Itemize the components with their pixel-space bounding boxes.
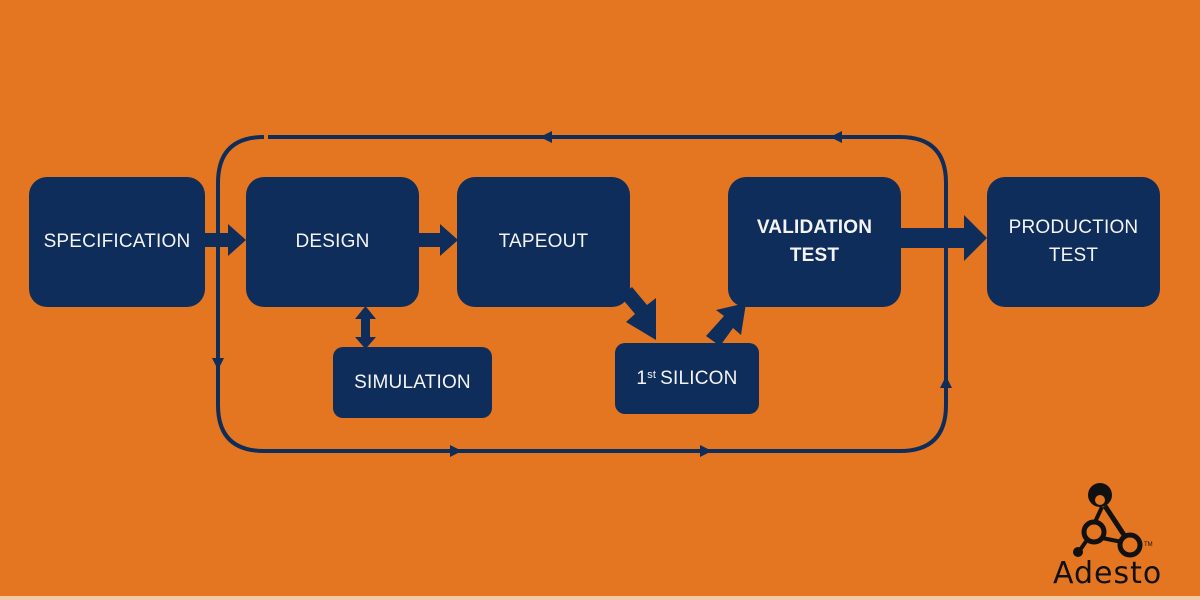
loop-arrow-bottom-1 <box>450 445 462 457</box>
node-first-silicon-label: SILICON <box>660 367 738 389</box>
node-specification-label: SPECIFICATION <box>43 231 191 252</box>
adesto-wordmark: Adesto <box>1053 556 1163 591</box>
node-validation-label-line1: VALIDATION <box>756 217 873 238</box>
node-tapeout: TAPEOUT <box>457 177 630 307</box>
arrow-validation-to-production <box>898 215 987 261</box>
adesto-logo-icon <box>1073 483 1143 558</box>
node-first-silicon-number: 1 <box>636 367 648 389</box>
node-specification: SPECIFICATION <box>29 177 205 307</box>
loop-arrow-top-1 <box>540 131 552 143</box>
node-simulation-label: SIMULATION <box>354 371 471 393</box>
trademark-mark: TM <box>1144 542 1153 548</box>
node-production-test: PRODUCTION TEST <box>987 177 1160 307</box>
loop-arrow-bottom-2 <box>700 445 712 457</box>
node-simulation: SIMULATION <box>333 347 492 418</box>
node-first-silicon-suffix: st <box>647 368 657 381</box>
arrow-tapeout-to-silicon <box>620 287 656 340</box>
node-production-label-line2: TEST <box>1048 245 1099 266</box>
loop-arrow-left <box>212 358 224 370</box>
node-design-label: DESIGN <box>295 231 370 252</box>
arrow-design-simulation <box>355 306 376 349</box>
loop-arrow-right <box>940 376 952 388</box>
node-production-label-line1: PRODUCTION <box>1008 217 1139 238</box>
arrow-silicon-to-validation <box>706 303 746 346</box>
arrow-spec-to-design <box>203 224 246 256</box>
node-tapeout-label: TAPEOUT <box>498 231 589 252</box>
arrow-design-to-tapeout <box>417 224 458 256</box>
node-design: DESIGN <box>246 177 419 307</box>
loop-arrow-top-2 <box>830 131 842 143</box>
bottom-border <box>0 596 1200 600</box>
node-validation-test: VALIDATION TEST <box>728 177 901 307</box>
feedback-loop <box>216 135 948 453</box>
node-validation-label-line2: TEST <box>789 245 840 266</box>
